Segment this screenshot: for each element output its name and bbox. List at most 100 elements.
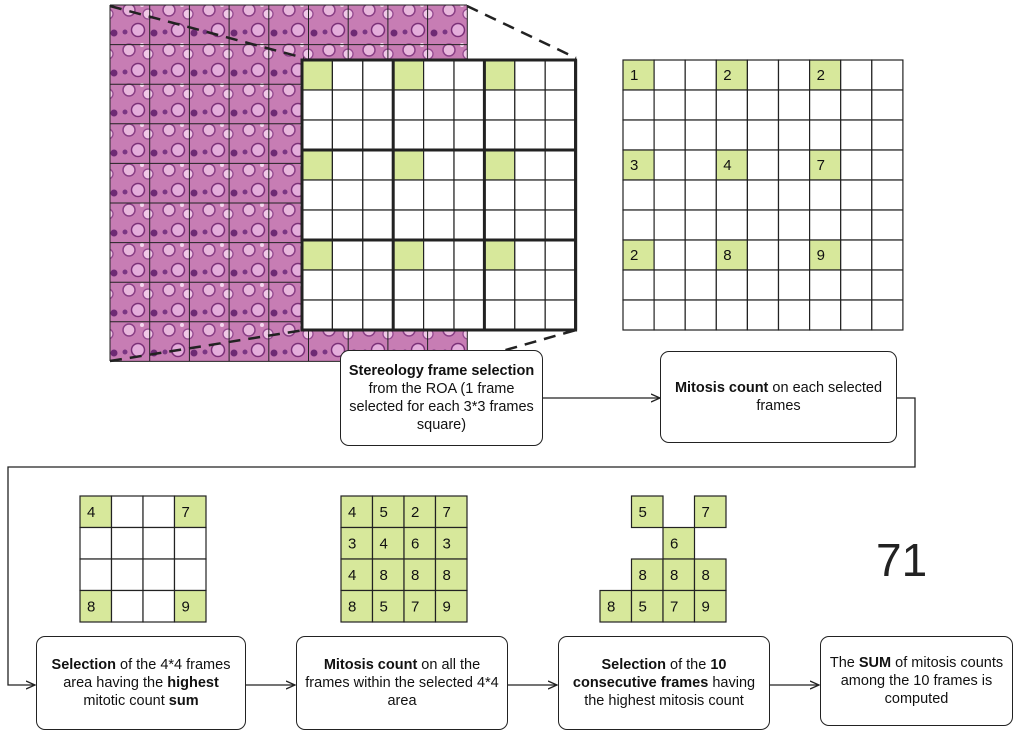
stereology-grid [302, 60, 576, 330]
grid-cell [716, 180, 747, 210]
grid-cell [716, 270, 747, 300]
grid-cell [654, 300, 685, 330]
cell-value: 7 [411, 598, 419, 615]
cell-value: 6 [670, 535, 678, 552]
cell-value: 1 [630, 67, 638, 84]
grid-cell [841, 300, 872, 330]
cell-value: 8 [639, 567, 647, 584]
highlighted-cell [716, 60, 747, 90]
grid-cell [545, 120, 575, 150]
cell-value: 5 [639, 504, 647, 521]
highlighted-cell [404, 559, 436, 591]
highlighted-cell [810, 150, 841, 180]
grid-cell [545, 240, 575, 270]
highlighted-cell [810, 240, 841, 270]
grid-cell [654, 210, 685, 240]
grid-cell [143, 559, 175, 591]
grid-cell [454, 60, 484, 90]
highlighted-cell [695, 496, 727, 528]
highlighted-cell [623, 150, 654, 180]
highlighted-cell [810, 60, 841, 90]
grid-cell [545, 300, 575, 330]
grid-cell [363, 150, 393, 180]
grid-cell [302, 180, 332, 210]
grid-cell [393, 270, 423, 300]
highlighted-cell [175, 591, 207, 623]
grid-cell [80, 528, 112, 560]
grid-cell [654, 180, 685, 210]
cell-value: 5 [639, 598, 647, 615]
step-selection-bold: Selection [52, 657, 116, 673]
grid-cell [623, 180, 654, 210]
highlighted-cell [341, 591, 373, 623]
grid-cell [747, 150, 778, 180]
step-sum-bold: SUM [859, 655, 891, 671]
grid-cell [872, 60, 903, 90]
grid-cell [454, 180, 484, 210]
grid-cell [872, 150, 903, 180]
grid-cell [424, 120, 454, 150]
grid-cell [685, 150, 716, 180]
step-stereology-box: Stereology frame selection from the ROA … [340, 350, 543, 446]
grid-cell [779, 180, 810, 210]
grid-cell [112, 528, 144, 560]
zoom-line-top-right [467, 6, 576, 58]
grid-cell [332, 300, 362, 330]
highlighted-cell [623, 240, 654, 270]
grid-cell [545, 210, 575, 240]
highlighted-cell [600, 591, 632, 623]
grid-cell [363, 90, 393, 120]
grid-cell [332, 210, 362, 240]
step-stereology-text: from the ROA (1 frame selected for each … [349, 381, 534, 433]
step-mitosis-each-bold: Mitosis count [675, 380, 768, 396]
grid-cell [332, 240, 362, 270]
grid-cell [484, 210, 514, 240]
grid-cell [484, 90, 514, 120]
grid-cell [779, 60, 810, 90]
grid-cell [332, 60, 362, 90]
grid-cell [424, 150, 454, 180]
grid-cell [747, 210, 778, 240]
grid-cell [747, 90, 778, 120]
highlighted-cell [341, 528, 373, 560]
highlighted-cell [484, 240, 514, 270]
grid-cell [779, 210, 810, 240]
cell-value: 8 [87, 598, 95, 615]
grid-cell [685, 180, 716, 210]
grid-cell [454, 150, 484, 180]
grid-cell [515, 60, 545, 90]
step-selection-bold-sum: sum [169, 693, 199, 709]
highlighted-cell [436, 496, 468, 528]
highlighted-cell [175, 496, 207, 528]
grid-cell [841, 150, 872, 180]
grid-cell [841, 210, 872, 240]
grid-cell [623, 300, 654, 330]
grid-cell [779, 120, 810, 150]
step-sum-box: The SUM of mitosis counts among the 10 f… [820, 636, 1013, 726]
grid-cell [779, 90, 810, 120]
grid-cell [623, 120, 654, 150]
highlighted-cell [373, 496, 405, 528]
grid-cell [545, 180, 575, 210]
grid-cell [515, 210, 545, 240]
grid-cell [332, 180, 362, 210]
grid-cell [112, 559, 144, 591]
grid-cell [810, 300, 841, 330]
grid-cell [332, 270, 362, 300]
grid-cell [454, 240, 484, 270]
cell-value: 4 [380, 535, 388, 552]
grid-cell [841, 60, 872, 90]
cell-value: 2 [630, 247, 638, 264]
grid-cell [363, 300, 393, 330]
grid-cell [363, 120, 393, 150]
highlighted-cell [404, 528, 436, 560]
step-select10-text: of the [666, 657, 710, 673]
highlighted-cell [632, 559, 664, 591]
grid-cell [841, 240, 872, 270]
highlighted-cell [302, 150, 332, 180]
grid-cell [454, 210, 484, 240]
grid-cell [623, 90, 654, 120]
grid-cell [424, 300, 454, 330]
grid-cell [484, 270, 514, 300]
highlighted-cell [436, 528, 468, 560]
